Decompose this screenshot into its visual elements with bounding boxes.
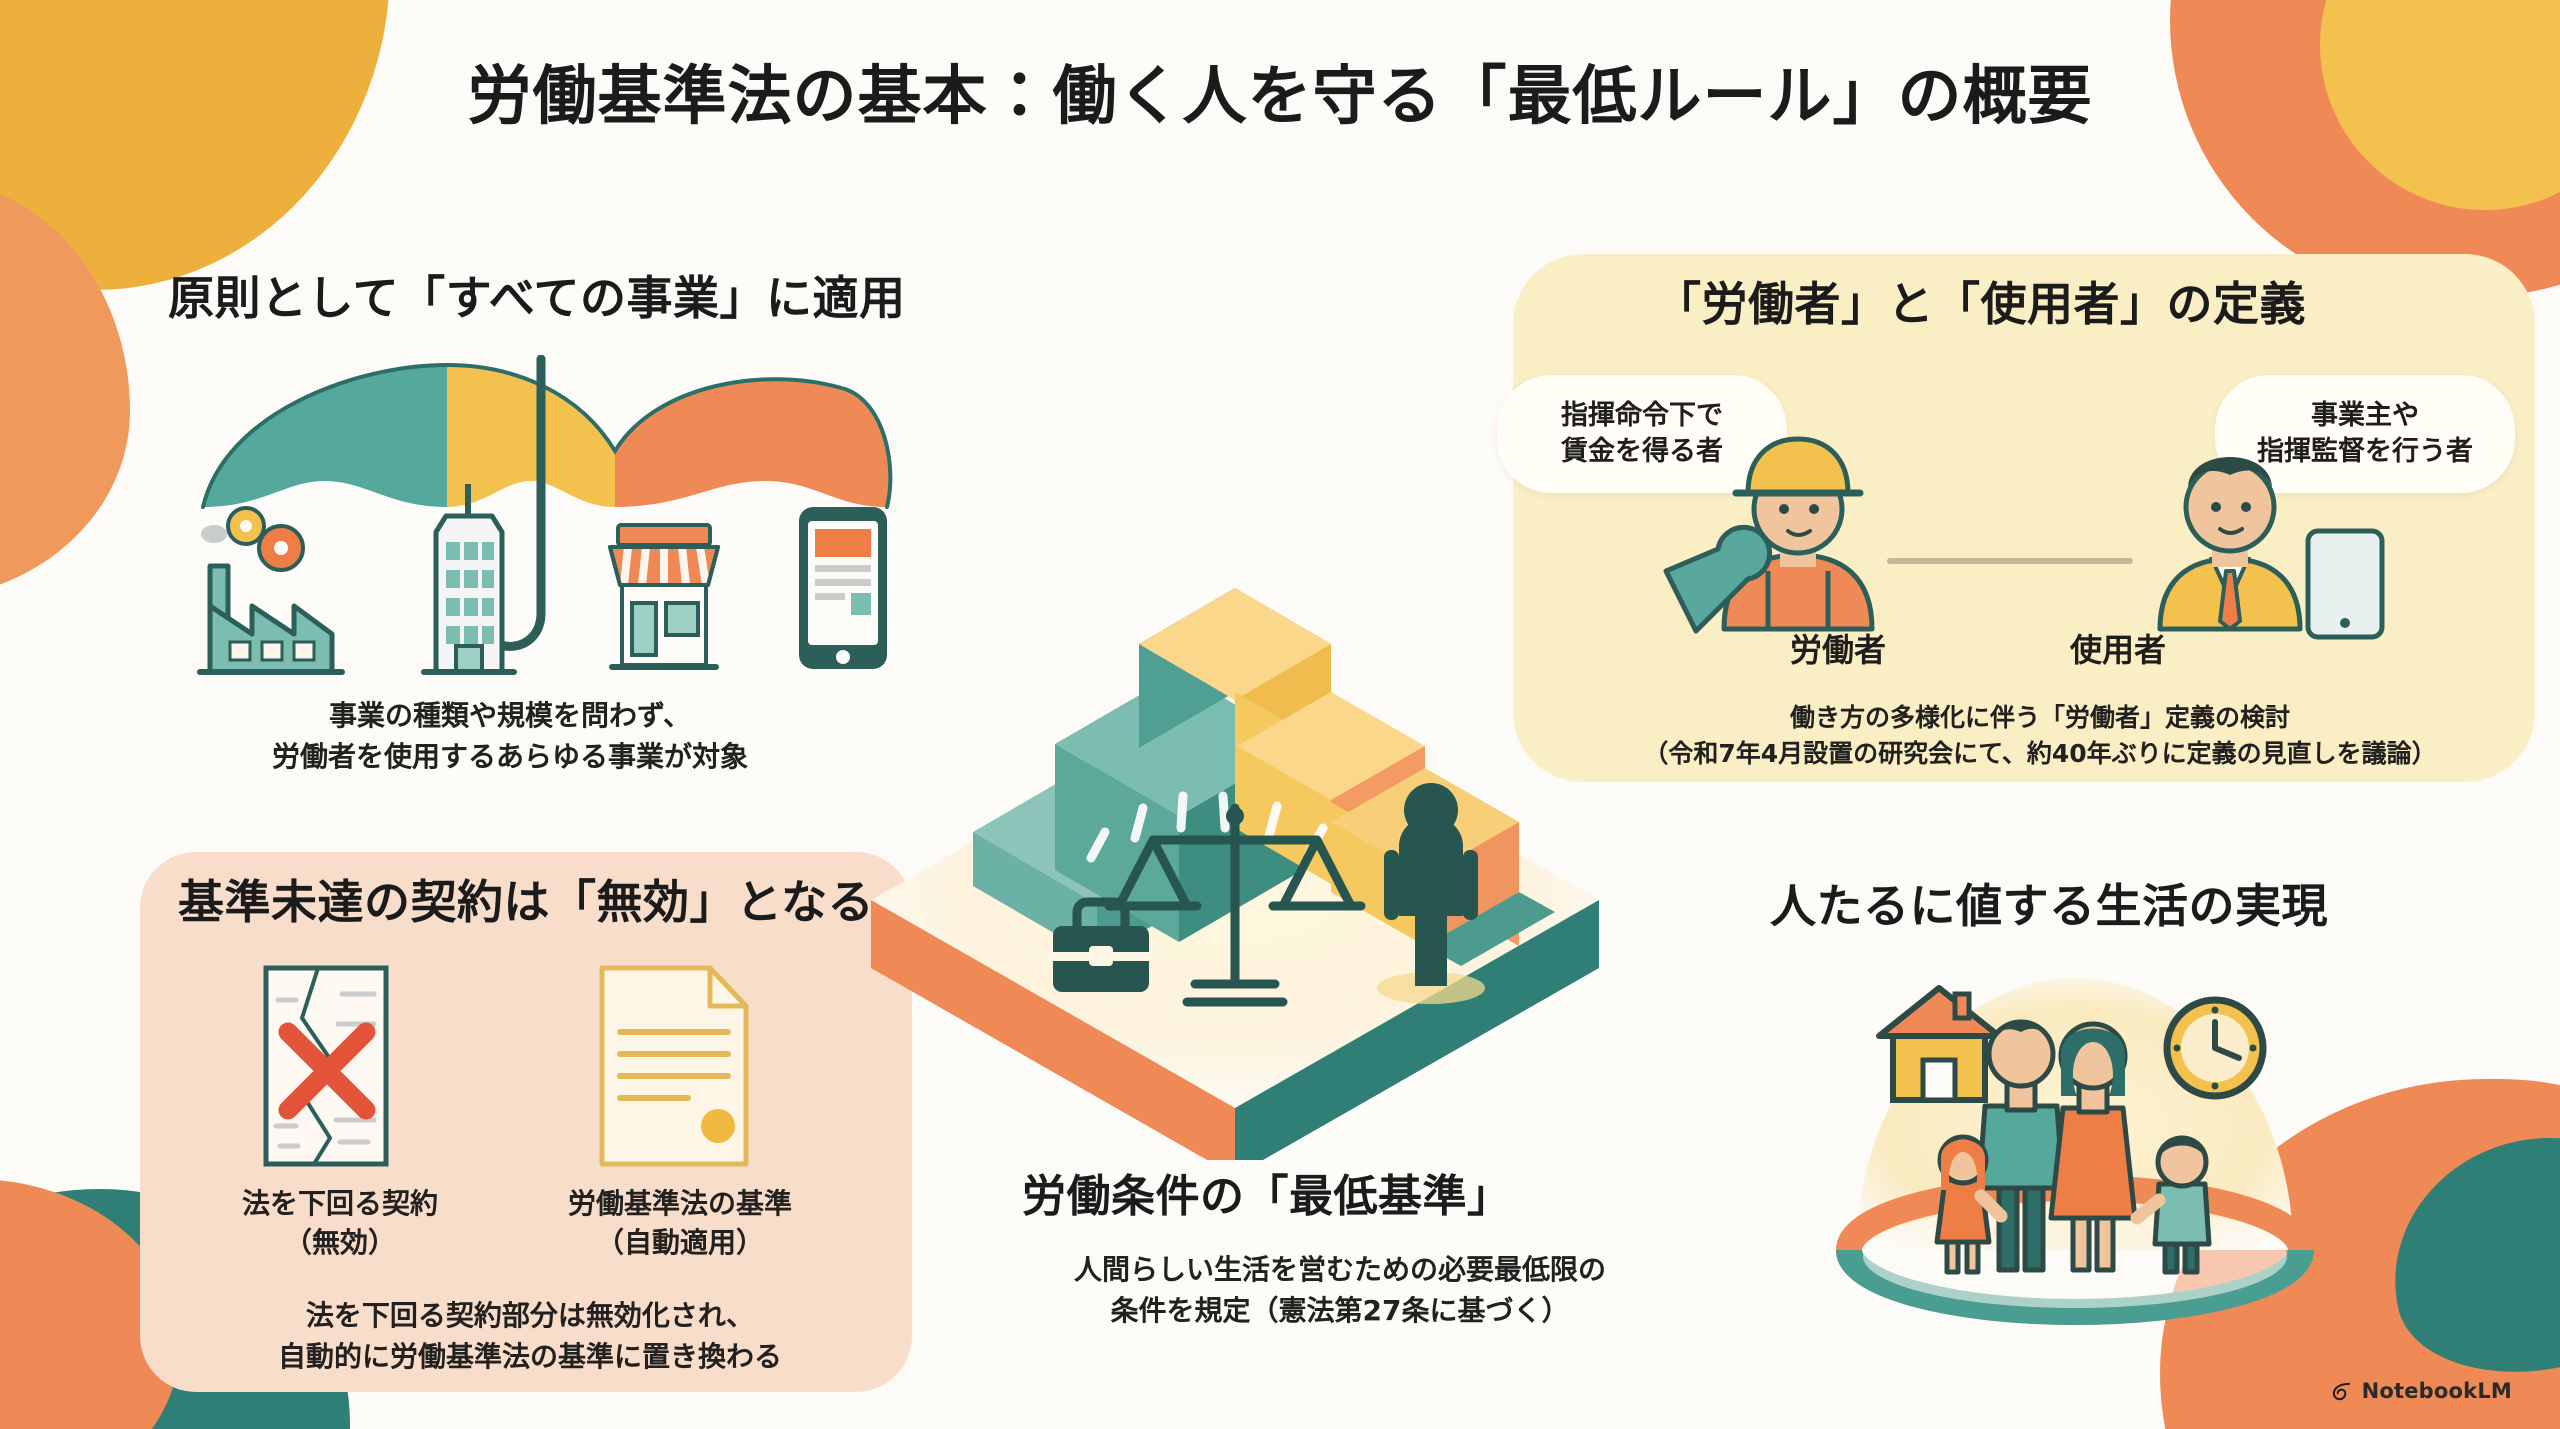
wrench-icon bbox=[1663, 524, 1773, 634]
decent-life-heading: 人たるに値する生活の実現 bbox=[1770, 879, 2328, 933]
clock-icon bbox=[2163, 996, 2267, 1100]
minimum-standard-heading: 労働条件の「最低基準」 bbox=[1022, 1171, 1512, 1222]
worker-definition-bubble: 指揮命令下で 賃金を得る者 bbox=[1497, 375, 1787, 493]
notebooklm-spiral-icon bbox=[2330, 1380, 2353, 1403]
definitions-heading: 「労働者」と「使用者」の定義 bbox=[1655, 277, 2306, 331]
apply-section-heading: 原則として「すべての事業」に適用 bbox=[168, 271, 906, 325]
void-contract-doc-left-label: 法を下回る契約 （無効） bbox=[241, 1187, 438, 1260]
notebooklm-watermark: NotebookLM bbox=[2330, 1379, 2512, 1403]
decor-blob-bottom-right-teal bbox=[2369, 1110, 2560, 1398]
tablet-icon bbox=[2305, 528, 2385, 640]
factory-icon bbox=[196, 486, 346, 680]
isometric-steps-platform bbox=[865, 340, 1605, 1176]
decor-blob-top-left-orange bbox=[0, 180, 130, 600]
worker-label: 労働者 bbox=[1790, 631, 1887, 669]
house-icon bbox=[1876, 985, 2002, 1103]
family-illustration bbox=[1835, 950, 2315, 1340]
shop-icon bbox=[596, 511, 731, 680]
definitions-card bbox=[1513, 254, 2535, 782]
employer-suit-icon bbox=[2157, 457, 2303, 632]
minimum-standard-caption: 人間らしい生活を営むための必要最低限の 条件を規定（憲法第27条に基づく） bbox=[1073, 1253, 1606, 1327]
page-title: 労働基準法の基本：働く人を守る「最低ルール」の概要 bbox=[467, 60, 2093, 134]
approved-document-icon bbox=[599, 965, 749, 1167]
void-contract-doc-right-label: 労働基準法の基準 （自動適用） bbox=[567, 1187, 792, 1260]
contract-document-icons bbox=[210, 960, 850, 1170]
watermark-label: NotebookLM bbox=[2361, 1379, 2512, 1403]
void-contract-caption: 法を下回る契約部分は無効化され、 自動的に労働基準法の基準に置き換わる bbox=[277, 1299, 782, 1373]
family-icon bbox=[1934, 1019, 2212, 1275]
business-type-icons bbox=[196, 470, 896, 680]
definitions-caption: 働き方の多様化に伴う「労働者」定義の検討 （令和7年4月設置の研究会にて、約40… bbox=[1643, 703, 2437, 769]
worker-employer-illustration bbox=[1660, 385, 2400, 675]
decor-blob-top-left-yellow bbox=[0, 0, 390, 290]
office-building-icon bbox=[406, 476, 536, 680]
apply-section-caption: 事業の種類や規模を問わず、 労働者を使用するあらゆる事業が対象 bbox=[271, 699, 748, 773]
scales-of-justice-icon bbox=[1104, 803, 1366, 1007]
person-icon bbox=[1377, 783, 1485, 1004]
smartphone-icon bbox=[791, 501, 896, 680]
torn-document-x-icon bbox=[263, 965, 389, 1167]
employer-label: 使用者 bbox=[2070, 631, 2167, 669]
umbrella-icon bbox=[185, 354, 905, 685]
worker-helmet-icon bbox=[1721, 436, 1875, 632]
void-contract-heading: 基準未達の契約は「無効」となる bbox=[178, 875, 875, 929]
